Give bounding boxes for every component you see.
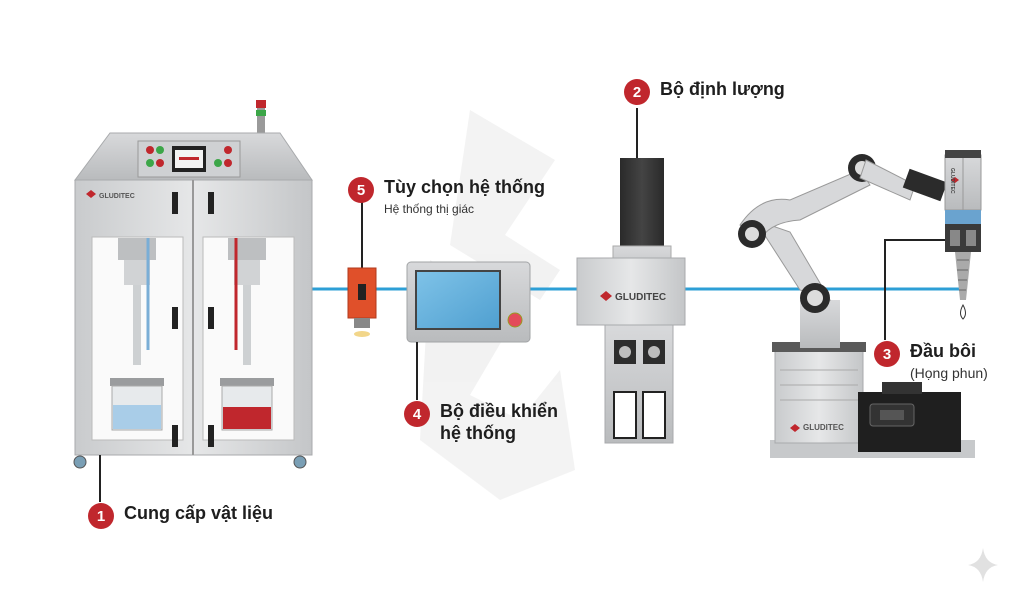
callout-dispensing-head: 3 Đầu bôi (Họng phun) xyxy=(874,340,988,381)
callout-material-supply: 1 Cung cấp vật liệu xyxy=(88,502,273,529)
badge-2: 2 xyxy=(624,79,650,105)
dispense-nozzle-icon xyxy=(884,150,982,340)
badge-1: 1 xyxy=(88,503,114,529)
system-option-title: Tùy chọn hệ thống xyxy=(384,177,545,197)
callout-metering-unit: 2 Bộ định lượng xyxy=(624,78,785,105)
callout-system-controller: 4 Bộ điều khiển hệ thống xyxy=(404,400,558,444)
system-controller-title-line2: hệ thống xyxy=(440,423,516,443)
badge-3: 3 xyxy=(874,341,900,367)
nozzle-logo-text: GLUDITEC xyxy=(949,168,955,194)
metering-pump-icon xyxy=(576,108,686,444)
sparkle-icon xyxy=(968,548,998,582)
badge-5: 5 xyxy=(348,177,374,203)
material-supply-cabinet-icon xyxy=(73,100,313,469)
cabinet-logo-text: GLUDITEC xyxy=(99,193,135,200)
system-controller-icon xyxy=(406,261,531,400)
system-option-subtitle: Hệ thống thị giác xyxy=(384,202,475,216)
badge-4: 4 xyxy=(404,401,430,427)
vision-camera-icon xyxy=(347,200,377,337)
robot-logo-text: GLUDITEC xyxy=(803,423,844,432)
metering-unit-title: Bộ định lượng xyxy=(660,79,785,99)
metering-logo-text: GLUDITEC xyxy=(615,292,666,303)
material-supply-title: Cung cấp vật liệu xyxy=(124,503,274,523)
dispensing-head-title: Đầu bôi xyxy=(910,341,976,361)
callout-system-option: 5 Tùy chọn hệ thống Hệ thống thị giác xyxy=(348,176,545,216)
dispensing-head-subtitle: (Họng phun) xyxy=(910,365,988,381)
robot-arm-icon xyxy=(738,154,975,458)
system-controller-title-line1: Bộ điều khiển xyxy=(440,401,559,421)
